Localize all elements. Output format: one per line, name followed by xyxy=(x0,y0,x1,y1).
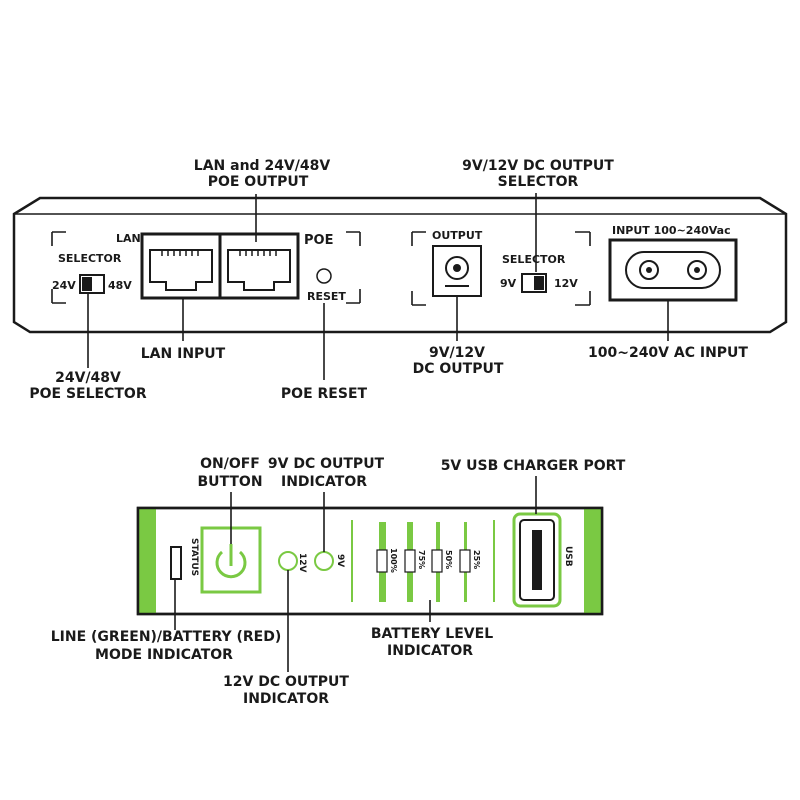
indicator-12v-led xyxy=(278,551,298,571)
rear-panel: SELECTOR 24V 48V LAN POE RESET OUTPUT xyxy=(12,158,788,402)
dc-selector-label: SELECTOR xyxy=(502,253,566,266)
battery-50-label: 50% xyxy=(444,550,453,569)
battery-level-indicator: 100% 75% 50% 25% xyxy=(376,522,481,602)
reset-label: RESET xyxy=(307,290,346,303)
dc-output-jack[interactable] xyxy=(432,245,482,297)
callout-onoff-2: BUTTON xyxy=(197,474,262,490)
indicator-12v-label: 12V xyxy=(297,553,307,573)
battery-25-label: 25% xyxy=(472,550,481,569)
dc-voltage-switch[interactable] xyxy=(521,273,547,293)
callout-mode-2: MODE INDICATOR xyxy=(95,647,233,663)
dc-12v-label: 12V xyxy=(554,277,578,290)
poe-output-port[interactable] xyxy=(227,249,291,291)
status-led xyxy=(170,546,182,580)
callout-ac-input: 100~240V AC INPUT xyxy=(588,345,748,361)
callout-dc-output-1: 9V/12V xyxy=(429,345,485,361)
callout-poe-selector-2: POE SELECTOR xyxy=(29,386,146,402)
rear-panel-body xyxy=(12,196,788,334)
callout-onoff-1: ON/OFF xyxy=(200,456,260,472)
callout-battery-2: INDICATOR xyxy=(387,643,473,659)
callout-poe-reset: POE RESET xyxy=(281,386,368,402)
callout-dc-selector-1: 9V/12V DC OUTPUT xyxy=(462,158,614,174)
callout-dc-output-2: DC OUTPUT xyxy=(413,361,504,377)
poe-voltage-switch[interactable] xyxy=(79,274,105,294)
battery-100-label: 100% xyxy=(389,548,398,573)
poe-reset-button[interactable] xyxy=(316,268,332,284)
callout-lan-input: LAN INPUT xyxy=(141,346,226,362)
indicator-9v-label: 9V xyxy=(335,554,345,567)
indicator-9v-led xyxy=(314,551,334,571)
status-label: STATUS xyxy=(189,538,199,576)
callout-usb-port: 5V USB CHARGER PORT xyxy=(441,458,626,474)
callout-poe-selector-1: 24V/48V xyxy=(55,370,121,386)
usb-label: USB xyxy=(563,546,573,567)
poe-48v-label: 48V xyxy=(108,279,132,292)
front-panel: STATUS 12V 9V 100% 75% 50% xyxy=(51,456,626,707)
callout-dc-selector-2: SELECTOR xyxy=(498,174,579,190)
callout-battery-1: BATTERY LEVEL xyxy=(371,626,493,642)
callout-ind9-1: 9V DC OUTPUT xyxy=(268,456,385,472)
callout-lan-poe-output-1: LAN and 24V/48V xyxy=(194,158,331,174)
callout-lan-poe-output-2: POE OUTPUT xyxy=(208,174,309,190)
lan-input-port[interactable] xyxy=(149,249,213,291)
ac-input-label: INPUT 100~240Vac xyxy=(612,224,731,237)
dc-9v-label: 9V xyxy=(500,277,517,290)
poe-24v-label: 24V xyxy=(52,279,76,292)
callout-ind12-2: INDICATOR xyxy=(243,691,329,707)
callout-ind9-2: INDICATOR xyxy=(281,474,367,490)
callout-mode-1: LINE (GREEN)/BATTERY (RED) xyxy=(51,629,282,645)
battery-75-label: 75% xyxy=(417,550,426,569)
ac-input-socket[interactable] xyxy=(608,238,738,302)
callout-ind12-1: 12V DC OUTPUT xyxy=(223,674,349,690)
usb-charger-port[interactable] xyxy=(512,512,562,608)
dc-output-label: OUTPUT xyxy=(432,229,483,242)
lan-label: LAN xyxy=(116,232,141,245)
power-icon xyxy=(215,544,247,579)
poe-label: POE xyxy=(304,233,333,248)
poe-selector-label: SELECTOR xyxy=(58,252,122,265)
